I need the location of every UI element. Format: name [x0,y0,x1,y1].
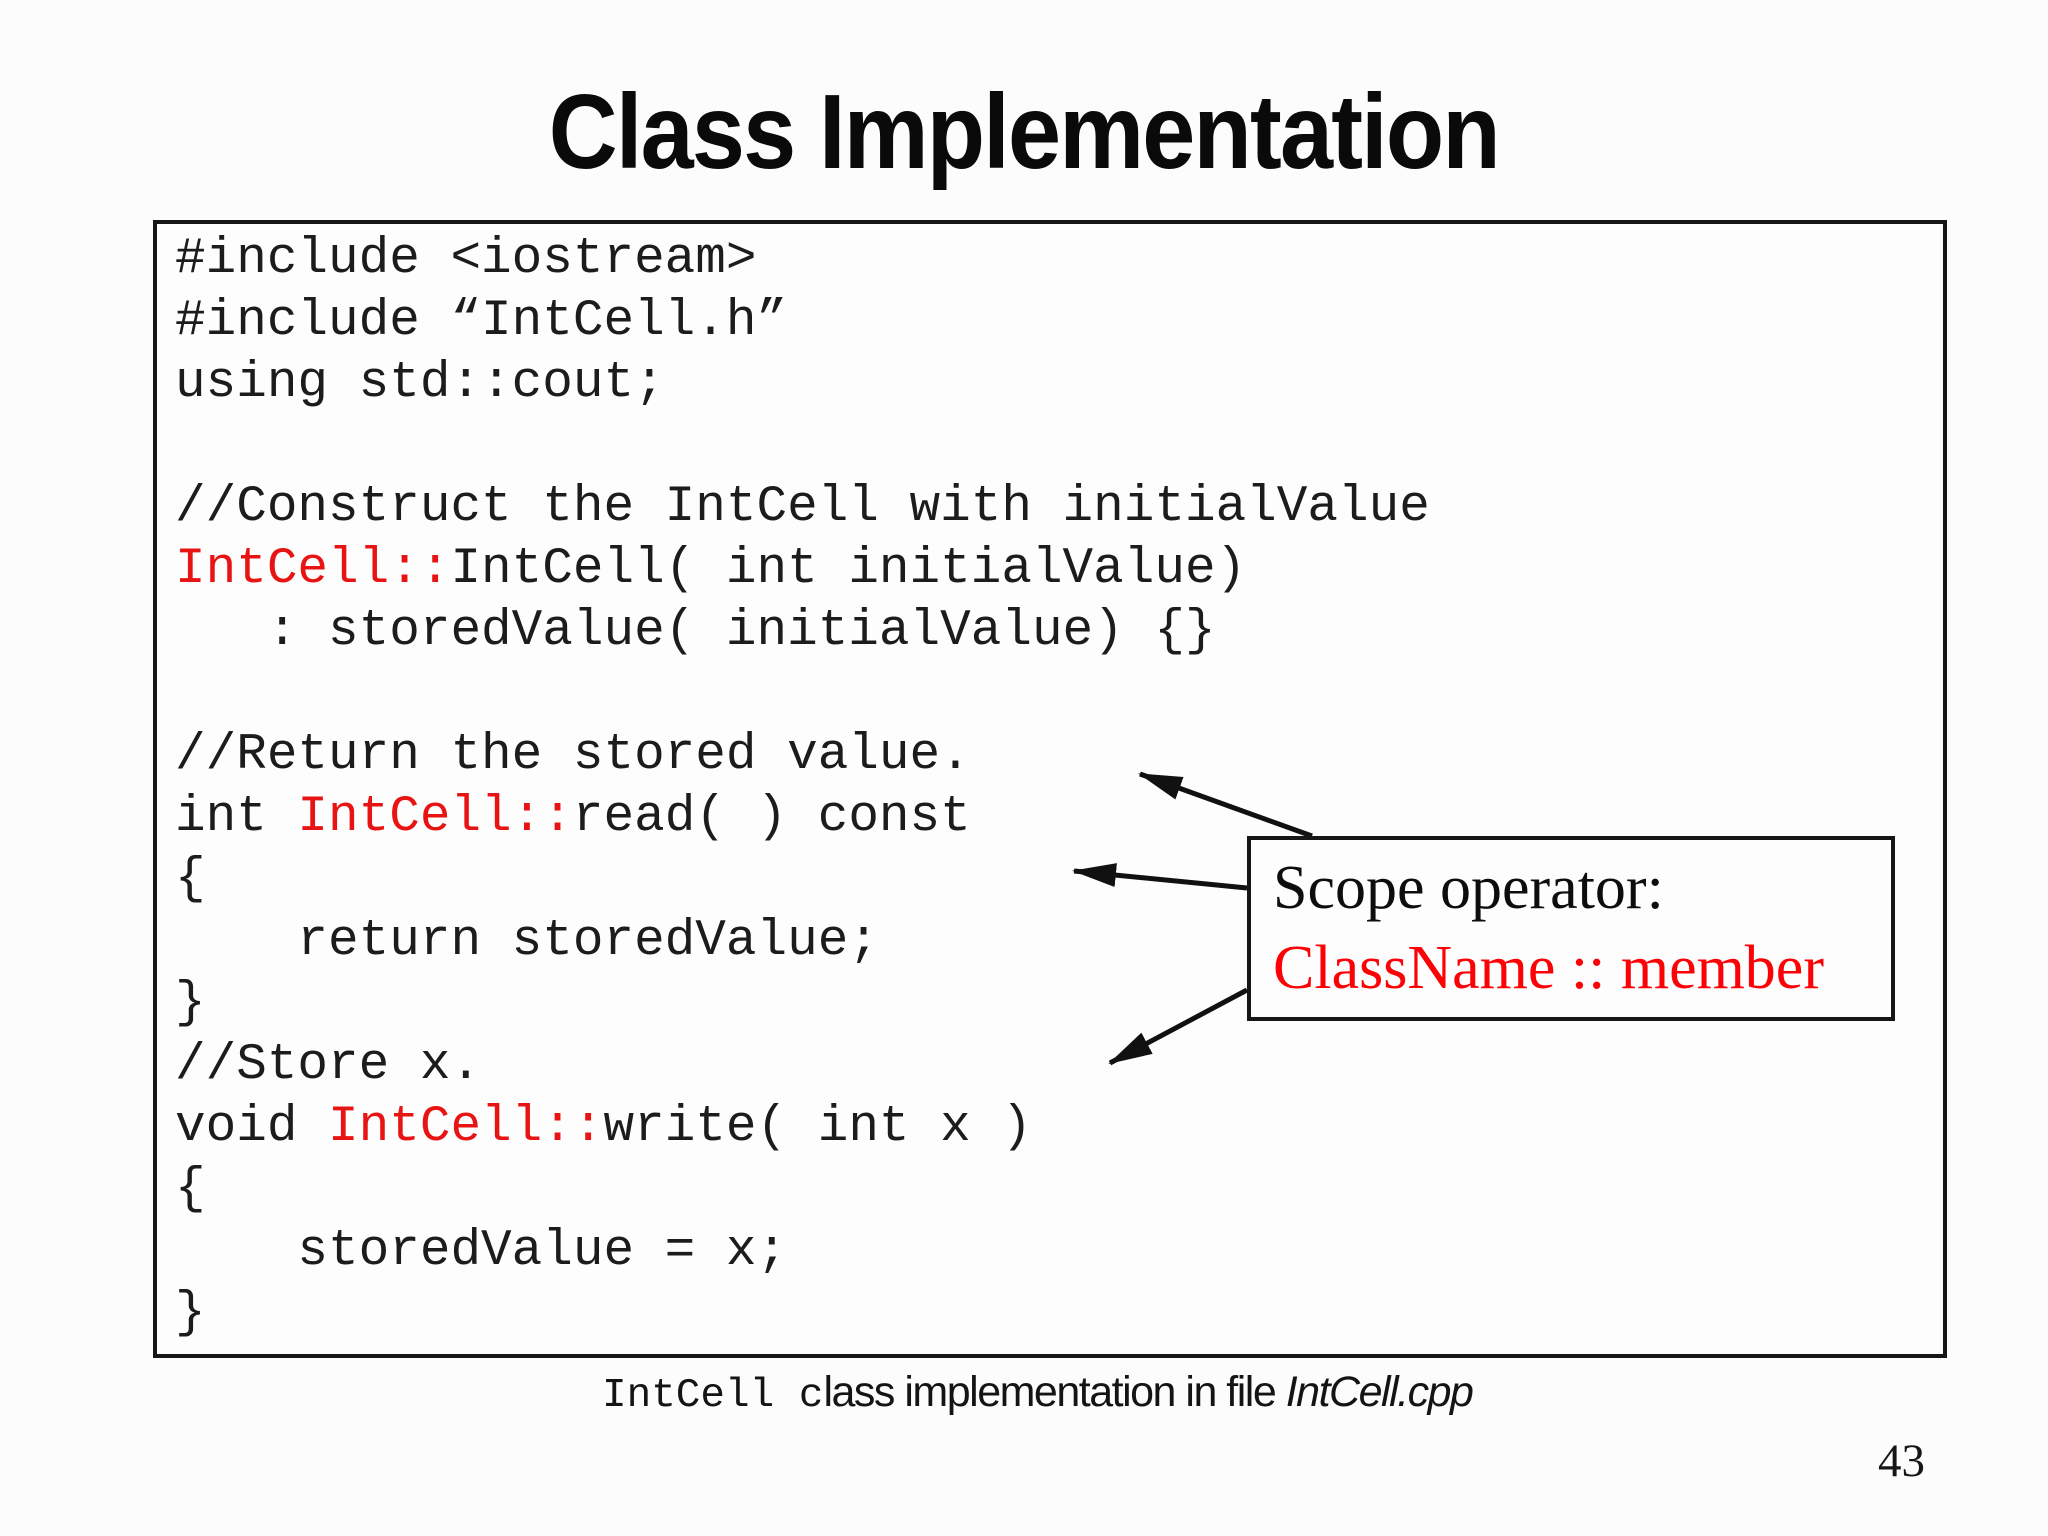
code-token: storedValue = x; [175,1223,788,1280]
code-token: read( ) const [572,789,971,846]
scope-operator-token: IntCell:: [297,789,573,846]
code-token: //Return the stored value. [175,727,971,784]
code-token: { [175,851,206,908]
code-token: } [175,1285,206,1342]
code-line [175,415,1430,477]
code-line: { [175,849,1430,911]
code-line: : storedValue( initialValue) {} [175,601,1430,663]
code-token: write( int x ) [603,1099,1032,1156]
caption-text-part: lass implementation in file [823,1368,1286,1416]
code-line: return storedValue; [175,911,1430,973]
caption: IntCell class implementation in file Int… [602,1368,1474,1419]
code-line: } [175,1283,1430,1345]
code-token: #include “IntCell.h” [175,293,788,350]
code-line: #include <iostream> [175,229,1430,291]
code-token: } [175,975,206,1032]
code-token: void [175,1099,329,1156]
code-line: using std::cout; [175,353,1430,415]
slide-title: Class Implementation [0,66,2048,198]
code-line: storedValue = x; [175,1221,1430,1283]
code-line: void IntCell::write( int x ) [175,1097,1430,1159]
code-line: { [175,1159,1430,1221]
code-box [153,220,1947,1358]
slide-title-text: Class Implementation [548,73,1501,191]
callout-line-scope-operator: Scope operator: [1273,854,1664,922]
code-line: IntCell::IntCell( int initialValue) [175,539,1430,601]
caption-code-part: IntCell c [602,1373,824,1419]
callout-box: Scope operator: ClassName :: member [1247,836,1895,1021]
code-line: #include “IntCell.h” [175,291,1430,353]
callout-line-classname-member: ClassName :: member [1273,934,1824,1002]
scope-operator-token: IntCell:: [328,1099,604,1156]
code-listing: #include <iostream>#include “IntCell.h”u… [175,229,1430,1345]
code-token: using std::cout; [175,355,665,412]
code-token: : storedValue( initialValue) {} [175,603,1216,660]
code-token: //Construct the IntCell with initialValu… [175,479,1430,536]
code-token: IntCell( int initialValue) [450,541,1247,598]
code-line: } [175,973,1430,1035]
code-token: int [175,789,298,846]
scope-operator-token: IntCell:: [175,541,451,598]
code-token: #include <iostream> [175,231,757,288]
code-line: //Return the stored value. [175,725,1430,787]
caption-filename: IntCell.cpp [1285,1368,1474,1416]
code-line: //Construct the IntCell with initialValu… [175,477,1430,539]
code-token: //Store x. [175,1037,482,1094]
code-token: { [175,1161,206,1218]
code-line: //Store x. [175,1035,1430,1097]
code-line [175,663,1430,725]
code-line: int IntCell::read( ) const [175,787,1430,849]
code-token: return storedValue; [175,913,879,970]
page-number: 43 [1878,1435,1925,1487]
